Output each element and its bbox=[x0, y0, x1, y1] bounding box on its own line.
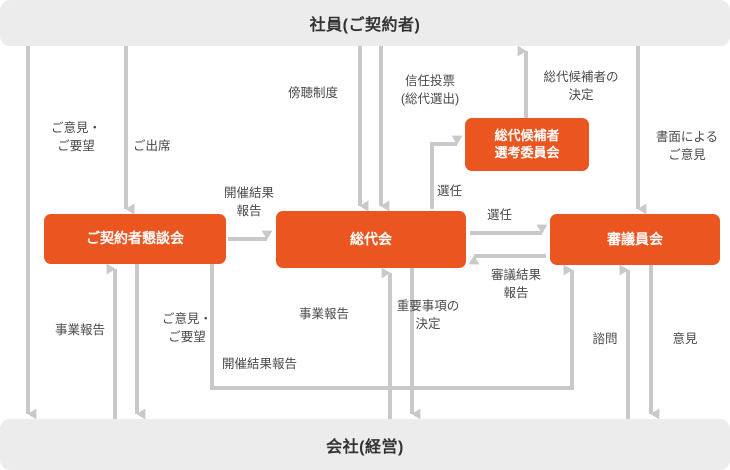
label-shimon: 諮問 bbox=[592, 332, 618, 346]
node-keiyakusha-konwakai[interactable]: ご契約者懇談会 bbox=[44, 214, 226, 264]
label-bochoseido: 傍聴制度 bbox=[287, 86, 338, 100]
label-shingikekka-hokoku: 審議結果 報告 bbox=[490, 268, 541, 301]
banner-company: 会社(経営) bbox=[0, 419, 730, 470]
label-shinnin-tohyo: 信任投票 (総代選出) bbox=[400, 74, 460, 107]
label-senin-committee: 選任 bbox=[437, 184, 463, 198]
label-goiken-goyobo-top: ご意見・ ご要望 bbox=[50, 121, 101, 154]
label-goshusseki: ご出席 bbox=[133, 139, 171, 153]
label-goiken-goyobo-bottom: ご意見・ ご要望 bbox=[161, 312, 212, 345]
label-kaisaikekka-hokoku-top: 開催結果 報告 bbox=[223, 186, 274, 219]
label-kaisaikekka-hokoku-bottom: 開催結果報告 bbox=[222, 357, 298, 371]
label-shomen-goiken: 書面による ご意見 bbox=[655, 130, 719, 163]
label-iken: 意見 bbox=[672, 332, 698, 346]
node-soudai-kohosha-senko-iinkai[interactable]: 総代候補者 選考委員会 bbox=[465, 118, 589, 171]
label-jigyo-hokoku-mid: 事業報告 bbox=[298, 307, 349, 321]
committee-label-line1: 総代候補者 bbox=[494, 127, 560, 143]
banner-members: 社員(ご契約者) bbox=[0, 0, 730, 46]
label-soudai-kohosha-kettei: 総代候補者の 決定 bbox=[543, 70, 619, 103]
label-senin-shingi: 選任 bbox=[487, 208, 513, 222]
label-jigyo-hokoku-left: 事業報告 bbox=[54, 323, 105, 337]
node-soudaikai[interactable]: 総代会 bbox=[276, 211, 466, 268]
label-juyojiko-kettei: 重要事項の 決定 bbox=[396, 299, 460, 332]
node-shingiinkai[interactable]: 審議員会 bbox=[550, 214, 720, 265]
committee-label-line2: 選考委員会 bbox=[494, 144, 560, 160]
